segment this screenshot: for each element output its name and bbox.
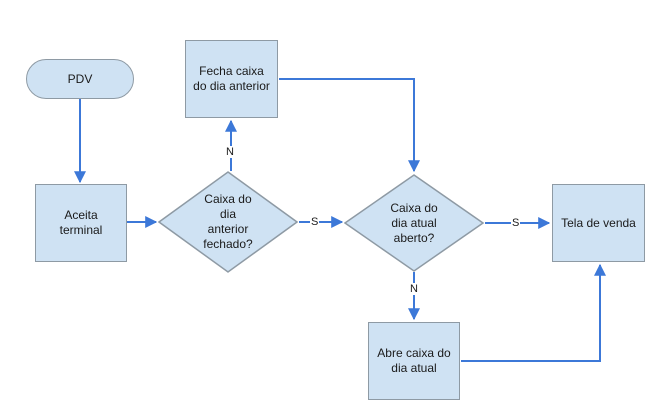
node-tela-de-venda[interactable]: Tela de venda — [552, 184, 645, 262]
node-tela-de-venda-label: Tela de venda — [561, 215, 636, 230]
node-fecha-caixa-dia-anterior[interactable]: Fecha caixa do dia anterior — [185, 40, 278, 118]
node-fecha-caixa-dia-anterior-label: Fecha caixa do dia anterior — [193, 64, 270, 93]
node-decision-caixa-dia-atual-aberto[interactable]: Caixa do dia atual aberto? — [344, 174, 484, 272]
edge-label-s-decision-atual: S — [511, 217, 521, 229]
node-decision-caixa-dia-anterior-fechado-label: Caixa do dia anterior fechado? — [203, 192, 253, 251]
edge-label-n-decision-atual: N — [409, 283, 419, 295]
node-aceita-terminal-label: Aceita terminal — [59, 208, 103, 237]
node-pdv-label: PDV — [67, 71, 93, 86]
edge-label-s-decision-anterior: S — [310, 216, 320, 228]
node-abre-caixa-dia-atual[interactable]: Abre caixa do dia atual — [368, 322, 460, 400]
edge-abre-caixa-to-tela-de-venda — [461, 263, 606, 362]
node-abre-caixa-dia-atual-label: Abre caixa do dia atual — [377, 346, 451, 375]
edge-fecha-caixa-to-decision-atual — [279, 78, 420, 173]
diamond-shape-icon — [158, 171, 298, 273]
diamond-shape-icon — [344, 174, 484, 272]
node-decision-caixa-dia-anterior-fechado[interactable]: Caixa do dia anterior fechado? — [158, 171, 298, 273]
node-aceita-terminal[interactable]: Aceita terminal — [35, 184, 127, 262]
node-decision-caixa-dia-atual-aberto-label: Caixa do dia atual aberto? — [390, 200, 438, 245]
node-pdv[interactable]: PDV — [26, 59, 134, 99]
edge-label-n-decision-anterior: N — [225, 146, 235, 158]
